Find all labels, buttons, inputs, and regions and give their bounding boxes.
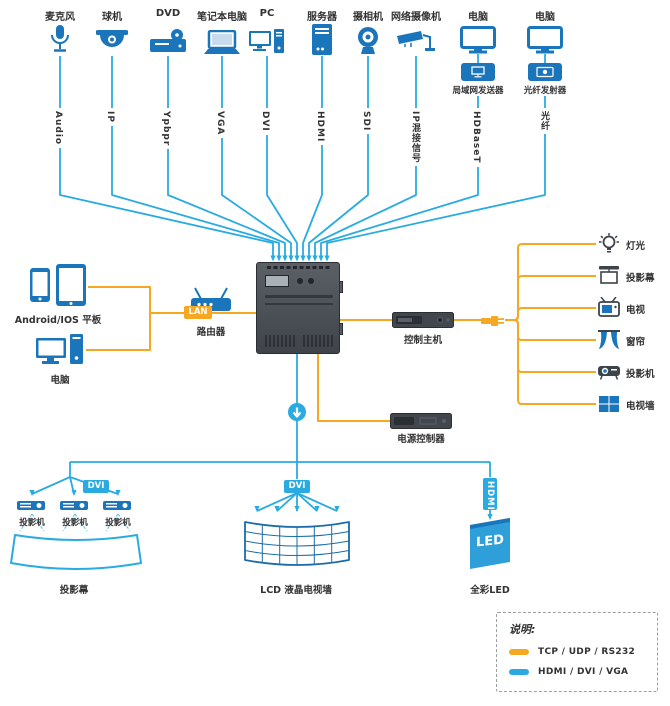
- signal-label-dvi: DVI: [260, 108, 270, 135]
- cyan-arrowheads: [29, 255, 493, 520]
- output-label-screen: 投影幕: [626, 273, 655, 284]
- signal-label-ip-stream: IP混接信号: [409, 108, 422, 166]
- projection-beams: [19, 513, 131, 532]
- router-label: 路由器: [196, 327, 226, 338]
- hdmi-badge: HDMI: [483, 478, 497, 511]
- matrix-knob: [308, 278, 314, 284]
- output-label-tv-wall: 电视墙: [626, 401, 655, 412]
- device-label-computer-2: 电脑: [535, 12, 555, 23]
- projector-label-2: 投影机: [62, 518, 88, 528]
- dvd-player-icon: [150, 28, 186, 58]
- device-label-computer-1: 电脑: [468, 12, 488, 23]
- matrix-display: [265, 275, 289, 287]
- legend-title: 说明:: [509, 623, 536, 636]
- small-projector-icon: [103, 498, 133, 518]
- orange-line-swatch: [509, 649, 529, 655]
- small-projector-icon: [60, 498, 90, 518]
- matrix-vent: [303, 335, 333, 347]
- device-label-microphone: 麦克风: [45, 12, 75, 23]
- signal-label-hdbaset: HDBaseT: [471, 108, 481, 167]
- microphone-icon: [49, 24, 71, 58]
- output-label-curtain: 窗帘: [626, 337, 646, 348]
- signal-label-ip: IP: [105, 108, 115, 126]
- down-arrow-icon: [287, 402, 307, 426]
- dvi-badge-center: DVI: [284, 480, 310, 493]
- lcd-wall-label: LCD 液晶电视墙: [260, 585, 332, 596]
- device-label-camera: 摄相机: [353, 12, 383, 23]
- connector-icon: [481, 313, 505, 332]
- matrix-ports: [267, 266, 331, 269]
- signal-label-audio: Audio: [53, 108, 63, 149]
- matrix-handle: [339, 323, 343, 335]
- projection-screen-icon: [598, 265, 620, 291]
- projector-icon: [598, 361, 620, 387]
- led-panel-icon: [460, 516, 520, 578]
- power-controller-label: 电源控制器: [397, 434, 445, 445]
- orange-control-lines: [86, 243, 596, 422]
- device-label-dvd: DVD: [155, 8, 181, 19]
- legend-item-label: HDMI / DVI / VGA: [538, 667, 629, 677]
- lan-badge: LAN: [184, 306, 212, 319]
- matrix-slot: [265, 303, 333, 305]
- legend-item-label: TCP / UDP / RS232: [538, 647, 636, 657]
- signal-label-fiber: 光纤: [538, 108, 551, 134]
- led-label: 全彩LED: [470, 585, 510, 596]
- output-label-tv: 电视: [626, 305, 646, 316]
- video-wall-icon: [598, 393, 620, 419]
- device-label-server: 服务器: [307, 12, 337, 23]
- projector-label-3: 投影机: [105, 518, 131, 528]
- legend-item: HDMI / DVI / VGA: [509, 667, 645, 677]
- legend: 说明: TCP / UDP / RS232 HDMI / DVI / VGA: [496, 612, 658, 692]
- laptop-icon: [202, 29, 242, 60]
- left-pc-label: 电脑: [50, 375, 70, 386]
- output-label-projector: 投影机: [626, 369, 655, 380]
- cyan-line-swatch: [509, 669, 529, 675]
- lan-transmitter-label: 局域网发送器: [452, 86, 504, 96]
- signal-label-sdi: SDI: [361, 108, 371, 135]
- dvi-badge-left: DVI: [83, 480, 109, 493]
- pc-icon: [249, 29, 285, 58]
- matrix-handle: [339, 281, 343, 293]
- dome-camera-icon: [94, 30, 130, 54]
- projector-label-1: 投影机: [19, 518, 45, 528]
- screen-label: 投影幕: [59, 585, 89, 596]
- desktop-computer-icon: [36, 334, 84, 370]
- power-controller-icon: [390, 413, 452, 433]
- small-projector-icon: [17, 498, 47, 518]
- lcd-wall-icon: [241, 514, 353, 580]
- webcam-icon: [355, 26, 381, 60]
- matrix-vent: [265, 335, 295, 347]
- server-icon: [311, 24, 333, 60]
- mobile-devices-label: Android/IOS 平板: [14, 315, 102, 326]
- output-label-light: 灯光: [626, 241, 646, 252]
- cctv-camera-icon: [395, 28, 437, 58]
- curved-screen-icon: [8, 530, 144, 582]
- control-host-icon: [392, 312, 454, 332]
- light-icon: [598, 233, 620, 259]
- computer-monitor-icon: [460, 26, 496, 58]
- device-label-network-camera: 网络摄像机: [391, 12, 441, 23]
- lan-transmitter-icon: [461, 63, 495, 85]
- control-host-label: 控制主机: [403, 335, 442, 346]
- phone-tablet-icon: [30, 264, 88, 312]
- fiber-transmitter-label: 光纤发射器: [523, 86, 567, 96]
- tv-icon: [598, 296, 620, 323]
- device-label-dome-camera: 球机: [102, 12, 122, 23]
- legend-item: TCP / UDP / RS232: [509, 647, 645, 657]
- matrix-slot: [265, 295, 333, 298]
- device-label-laptop: 笔记本电脑: [197, 12, 247, 23]
- fiber-transmitter-icon: [528, 63, 562, 85]
- signal-label-hdmi: HDMI: [315, 108, 325, 146]
- matrix-knob: [297, 278, 303, 284]
- matrix-switcher: [256, 262, 343, 354]
- device-label-pc: PC: [259, 8, 275, 19]
- computer-monitor-icon: [527, 26, 563, 58]
- signal-label-ypbpr: Ypbpr: [161, 108, 171, 150]
- curtain-icon: [598, 329, 620, 355]
- signal-label-vga: VGA: [215, 108, 225, 139]
